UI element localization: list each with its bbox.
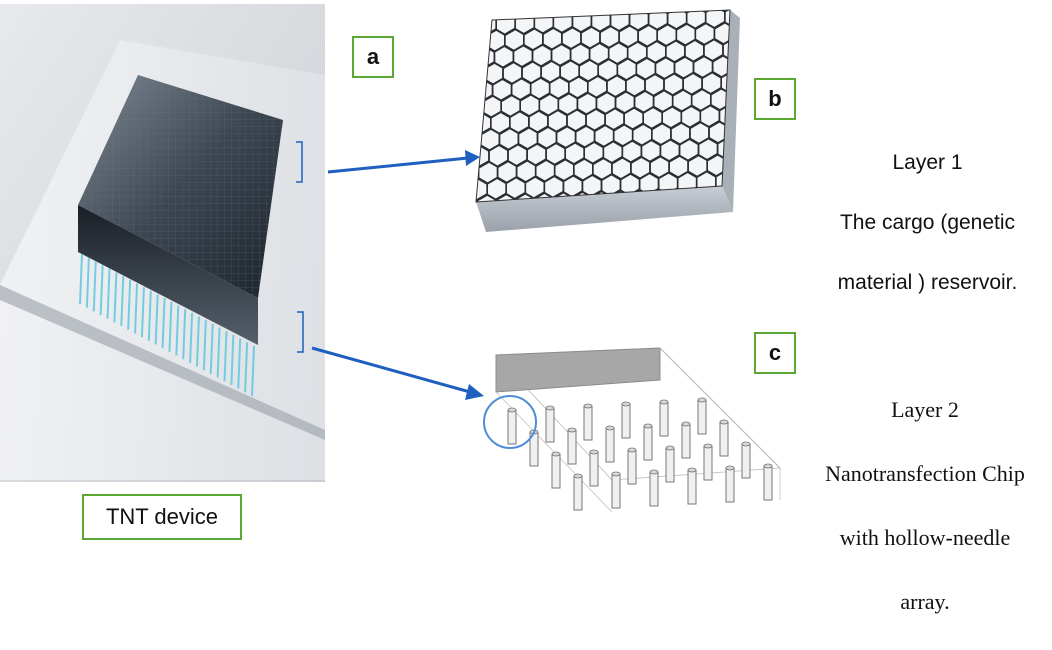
layer1-line2: The cargo (genetic [839, 211, 1016, 234]
label-b: b [754, 78, 796, 120]
layer1-caption: Layer 1 The cargo (genetic material ) re… [810, 118, 1045, 328]
device-label: TNT device [82, 494, 242, 540]
layer2-line2: Nanotransfection Chip [825, 461, 1025, 486]
label-c: c [754, 332, 796, 374]
needle-array-chip [483, 347, 782, 513]
layer2-caption: Layer 2 Nanotransfection Chip with hollo… [800, 362, 1050, 650]
arrow-to-layer2 [311, 346, 484, 400]
photo-needles [79, 253, 255, 397]
label-a: a [352, 36, 394, 78]
hollow-needles [507, 397, 773, 511]
layer2-line4: array. [900, 589, 950, 614]
zoom-circle [483, 395, 537, 449]
arrow-to-layer1 [327, 150, 480, 174]
device-photo [0, 4, 325, 482]
layer1-title: Layer 1 [892, 151, 963, 174]
layer1-line3: material ) reservoir. [837, 271, 1018, 294]
diagram-canvas [0, 4, 782, 513]
honeycomb-block [475, 9, 740, 232]
layer2-line3: with hollow-needle [839, 525, 1011, 550]
layer2-title: Layer 2 [891, 397, 959, 422]
